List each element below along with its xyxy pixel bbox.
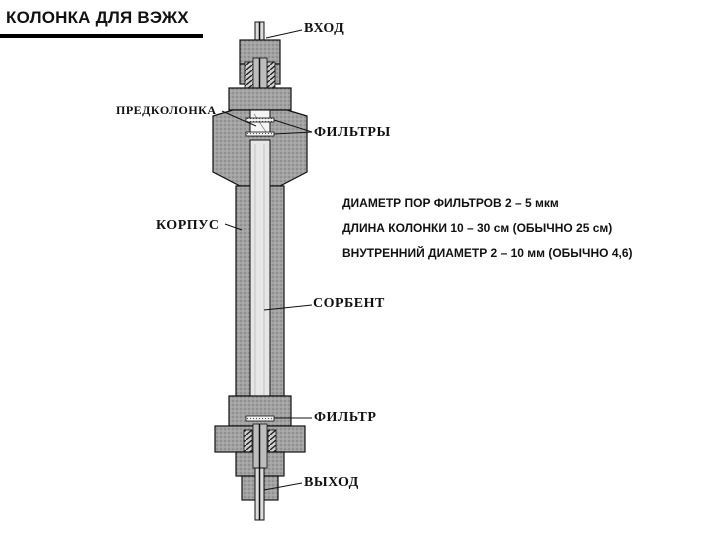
label-sorbent: СОРБЕНТ [313, 296, 385, 311]
label-filter: ФИЛЬТР [314, 410, 377, 425]
leader-filters-top [273, 119, 313, 133]
leader-sorbent [263, 304, 313, 311]
label-body: КОРПУС [156, 218, 220, 233]
leader-filters-bottom [273, 131, 313, 135]
column-body [235, 139, 285, 417]
title-underline [0, 34, 203, 38]
upper-filter-top [245, 117, 275, 123]
label-outlet: ВЫХОД [304, 475, 359, 490]
outlet-capillary [254, 424, 265, 521]
label-inlet: ВХОД [304, 21, 345, 36]
leader-precolumn [221, 110, 257, 127]
upper-filter-bottom [245, 131, 275, 137]
leader-inlet [265, 29, 303, 39]
lower-filter [245, 415, 275, 422]
leader-body [224, 223, 243, 231]
inlet-fitting-nut [239, 39, 281, 110]
label-filters: ФИЛЬТРЫ [314, 125, 391, 140]
label-precolumn: ПРЕДКОЛОНКА [116, 103, 217, 117]
spec-column-length: ДЛИНА КОЛОНКИ 10 – 30 см (ОБЫЧНО 25 см) [342, 221, 613, 235]
leader-outlet [263, 482, 303, 491]
spec-filter-pore-diameter: ДИАМЕТР ПОР ФИЛЬТРОВ 2 – 5 мкм [342, 196, 559, 210]
spec-inner-diameter: ВНУТРЕННИЙ ДИАМЕТР 2 – 10 мм (ОБЫЧНО 4,6… [342, 246, 633, 260]
slide-title: КОЛОНКА ДЛЯ ВЭЖХ [6, 8, 189, 27]
